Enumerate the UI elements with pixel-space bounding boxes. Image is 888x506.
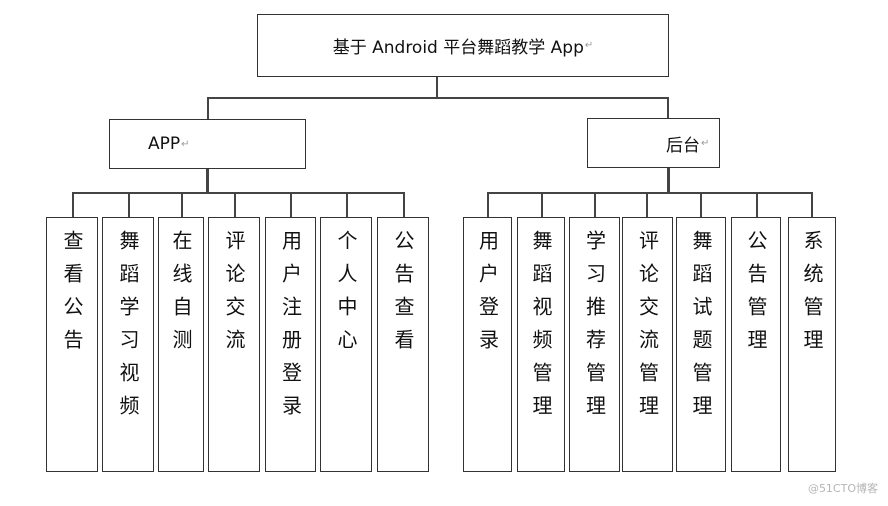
connector-tick — [290, 192, 292, 217]
leaf-node: 系统管理 — [788, 217, 836, 472]
connector-app-up — [207, 97, 209, 119]
leaf-node: 舞蹈试题管理 — [676, 217, 726, 472]
connector-tick — [756, 192, 758, 217]
connector-app-down — [206, 169, 209, 193]
leaf-node: 评论交流 — [208, 217, 260, 472]
connector-root-bar — [207, 97, 668, 99]
connector-tick — [811, 192, 813, 217]
connector-tick — [181, 192, 183, 217]
branch-backend-node: 后台↵ — [587, 118, 720, 168]
leaf-node: 舞蹈视频管理 — [517, 217, 565, 472]
leaf-node: 个人中心 — [320, 217, 372, 472]
leaf-node: 学习推荐管理 — [569, 217, 620, 472]
connector-tick — [700, 192, 702, 217]
leaf-node: 评论交流管理 — [622, 217, 673, 472]
root-title: 基于 Android 平台舞蹈教学 App — [332, 38, 584, 58]
connector-tick — [72, 192, 74, 217]
paragraph-mark-icon: ↵ — [181, 138, 190, 150]
leaf-label: 舞蹈试题管理 — [689, 230, 713, 428]
leaf-label: 查看公告 — [60, 230, 84, 362]
leaf-node: 公告管理 — [731, 217, 781, 472]
branch-backend-label: 后台 — [666, 135, 700, 156]
connector-tick — [541, 192, 543, 217]
leaf-label: 舞蹈学习视频 — [116, 230, 140, 428]
leaf-node: 舞蹈学习视频 — [102, 217, 154, 472]
branch-app-node: APP↵ — [109, 119, 306, 169]
leaf-label: 在线自测 — [169, 230, 193, 362]
connector-root-down — [436, 77, 438, 98]
leaf-label: 评论交流 — [222, 230, 246, 362]
connector-tick — [646, 192, 648, 217]
leaf-label: 舞蹈视频管理 — [529, 230, 553, 428]
connector-backend-down — [667, 168, 670, 193]
leaf-node: 查看公告 — [46, 217, 98, 472]
leaf-label: 评论交流管理 — [635, 230, 660, 428]
connector-tick — [403, 192, 405, 217]
leaf-label: 个人中心 — [334, 230, 358, 362]
watermark-text: @51CTO博客 — [807, 482, 878, 495]
connector-backend-bar — [487, 192, 812, 194]
paragraph-mark-icon: ↵ — [701, 137, 710, 149]
connector-tick — [487, 192, 489, 217]
leaf-label: 公告查看 — [391, 230, 415, 362]
leaf-label: 公告管理 — [744, 230, 768, 362]
leaf-node: 在线自测 — [158, 217, 204, 472]
connector-tick — [346, 192, 348, 217]
paragraph-mark-icon: ↵ — [584, 40, 594, 51]
leaf-label: 用户登录 — [475, 230, 500, 362]
leaf-label: 用户注册登录 — [278, 230, 303, 428]
connector-tick — [594, 192, 596, 217]
connector-tick — [128, 192, 130, 217]
branch-app-label: APP — [148, 134, 181, 154]
leaf-node: 用户注册登录 — [265, 217, 316, 472]
leaf-node: 用户登录 — [463, 217, 512, 472]
connector-app-bar — [72, 192, 404, 194]
leaf-label: 系统管理 — [800, 230, 824, 362]
connector-tick — [234, 192, 236, 217]
connector-backend-up — [667, 97, 669, 118]
leaf-node: 公告查看 — [377, 217, 429, 472]
root-node: 基于 Android 平台舞蹈教学 App↵ — [257, 14, 669, 77]
leaf-label: 学习推荐管理 — [582, 230, 607, 428]
